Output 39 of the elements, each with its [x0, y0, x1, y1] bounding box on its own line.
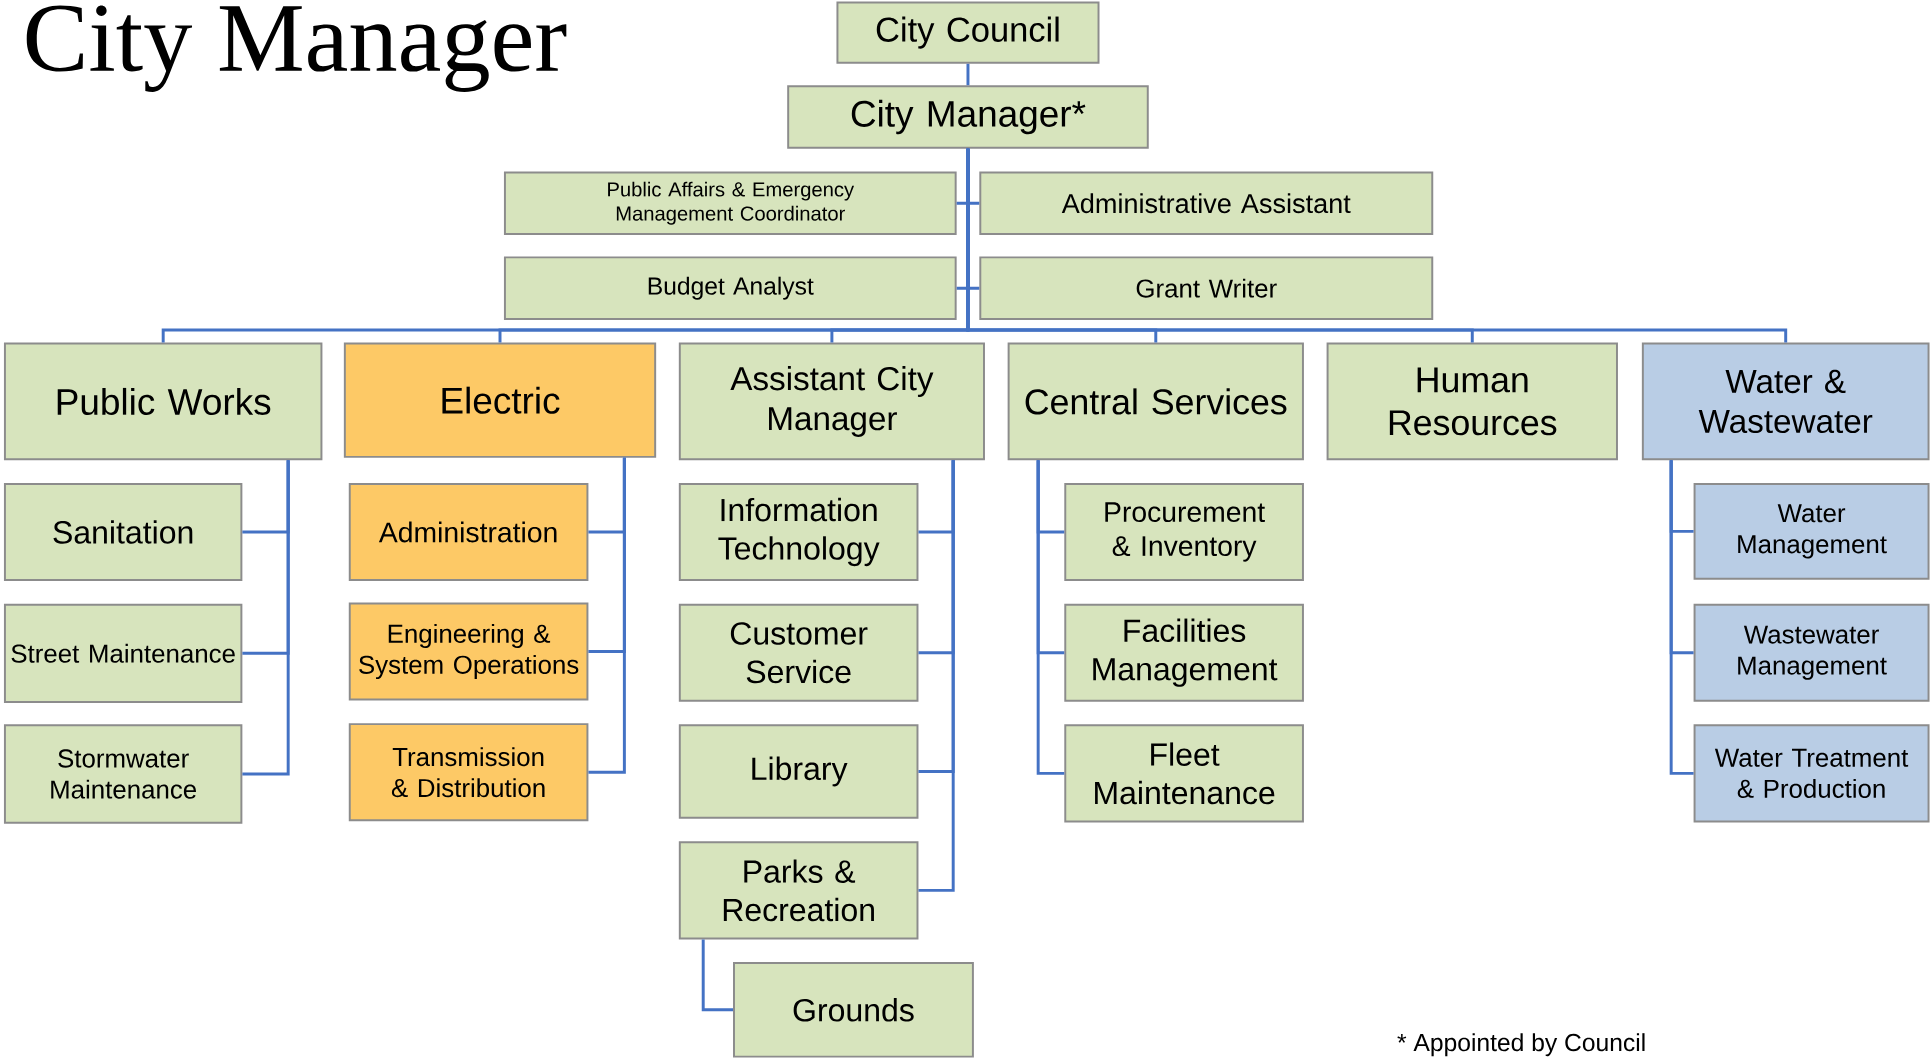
org-box: Fleet Maintenance: [1064, 724, 1304, 823]
org-box: Customer Service: [678, 603, 919, 702]
connector-line: [588, 458, 626, 774]
org-box: City Manager*: [787, 85, 1149, 149]
org-box: Budget Analyst: [503, 256, 957, 321]
org-box: Water Treatment & Production: [1693, 724, 1930, 823]
org-box: Administration: [348, 483, 589, 582]
org-box: Central Services: [1007, 342, 1304, 461]
org-box: Procurement & Inventory: [1064, 483, 1304, 582]
org-box: Human Resources: [1326, 342, 1618, 461]
connector-line: [242, 460, 290, 776]
connector-line: [918, 460, 955, 893]
org-box: Transmission & Distribution: [348, 723, 589, 822]
org-box: Library: [678, 724, 919, 819]
org-box: Wastewater Management: [1693, 603, 1930, 702]
org-box: Parks & Recreation: [678, 841, 919, 940]
org-box: Street Maintenance: [3, 603, 243, 704]
org-box: Public Works: [3, 342, 323, 461]
org-box: Grounds: [733, 962, 974, 1058]
org-box: City Council: [836, 1, 1100, 64]
connector-line: [701, 939, 733, 1012]
org-box: Public Affairs & Emergency Management Coordinator: [503, 171, 957, 236]
page-title: City Manager: [26, 5, 567, 93]
connector-line: [1036, 460, 1065, 776]
org-box: Administrative Assistant: [979, 171, 1434, 236]
connector-line: [966, 64, 970, 86]
connector-line: [966, 149, 1788, 343]
org-box: Sanitation: [3, 483, 243, 582]
footnote: * Appointed by Council: [1397, 1033, 1645, 1057]
connector-line: [1669, 460, 1694, 776]
org-box: Information Technology: [678, 483, 919, 582]
org-box: Stormwater Maintenance: [3, 724, 243, 824]
org-box: Facilities Management: [1064, 603, 1304, 702]
org-box: Water Management: [1693, 483, 1930, 580]
org-box: Electric: [343, 342, 657, 459]
org-box: Assistant City Manager: [678, 342, 985, 461]
org-box: Engineering & System Operations: [348, 602, 589, 701]
org-box: Grant Writer: [979, 256, 1434, 321]
org-box: Water & Wastewater: [1641, 342, 1930, 461]
